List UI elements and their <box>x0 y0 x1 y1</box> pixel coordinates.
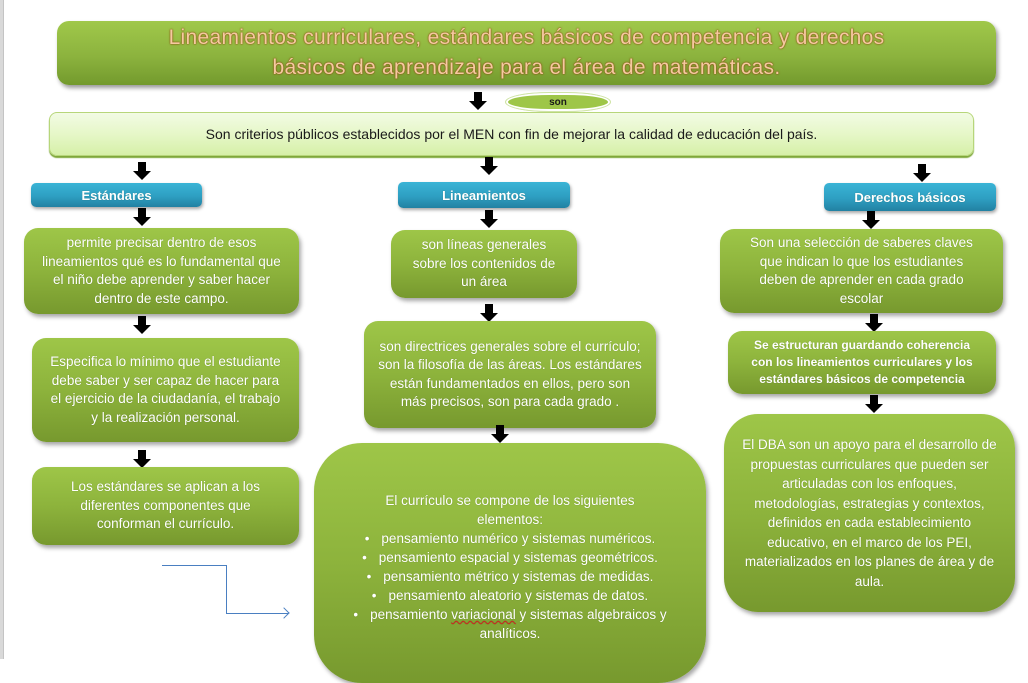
estandares-box-2: Especifica lo mínimo que el estudiante d… <box>32 338 299 442</box>
header-lineamientos: Lineamientos <box>398 182 570 208</box>
down-arrow-icon <box>862 211 880 229</box>
estandares-box-3: Los estándares se aplican a los diferent… <box>32 467 299 545</box>
curriculum-item-text: pensamiento numérico y sistemas numérico… <box>381 531 656 546</box>
down-arrow-icon <box>865 314 883 332</box>
header-derechos-basicos: Derechos básicos <box>824 183 996 211</box>
down-arrow-icon <box>133 316 151 334</box>
curriculum-item-text: pensamiento aleatorio y sistemas de dato… <box>388 588 649 603</box>
derechos-box-2-text: Se estructuran guardando coherencia con … <box>751 338 973 386</box>
header-lineamientos-label: Lineamientos <box>442 187 526 203</box>
curriculum-list: • pensamiento numérico y sistemas numéric… <box>326 529 694 643</box>
header-estandares: Estándares <box>31 183 202 207</box>
down-arrow-icon <box>469 92 487 110</box>
curriculum-box: El currículo se compone de los siguiente… <box>314 443 706 683</box>
curriculum-intro: El currículo se compone de los siguiente… <box>385 493 635 527</box>
bullet-icon: • <box>353 607 359 622</box>
bullet-icon: • <box>364 531 370 546</box>
header-estandares-label: Estándares <box>81 187 152 203</box>
estandares-box-1-text: permite precisar dentro de esos lineamie… <box>42 235 281 306</box>
estandares-box-3-text: Los estándares se aplican a los diferent… <box>70 479 261 532</box>
lineamientos-box-1: son líneas generales sobre los contenido… <box>391 230 577 298</box>
down-arrow-icon <box>133 450 151 468</box>
title-line-2: básicos de aprendizaje para el área de m… <box>272 56 781 79</box>
derechos-box-1: Son una selección de saberes claves que … <box>720 229 1003 313</box>
bullet-icon: • <box>362 550 367 565</box>
down-arrow-icon <box>480 210 498 228</box>
curriculum-item-text: pensamiento métrico y sistemas de medida… <box>383 569 654 584</box>
lineamientos-box-2: son directrices generales sobre el currí… <box>364 321 656 428</box>
connector-arrowhead-icon <box>278 607 290 619</box>
curriculum-item-text: y sistemas algebraicos y analíticos. <box>479 607 667 641</box>
curriculum-item: • pensamiento métrico y sistemas de medid… <box>326 567 694 586</box>
page-edge <box>0 0 4 659</box>
title-line-1: Lineamientos curriculares, estándares bá… <box>168 26 885 49</box>
estandares-box-2-text: Especifica lo mínimo que el estudiante d… <box>50 354 281 425</box>
spellcheck-flagged-word: variacional <box>451 607 516 622</box>
down-arrow-icon <box>480 304 498 322</box>
down-arrow-icon <box>865 395 883 413</box>
down-arrow-icon <box>480 157 498 175</box>
definition-text: Son criterios públicos establecidos por … <box>205 126 818 142</box>
lineamientos-box-2-text: son directrices generales sobre el currí… <box>378 338 642 410</box>
curriculum-item: • pensamiento numérico y sistemas numéric… <box>326 529 694 548</box>
down-arrow-icon <box>133 162 151 180</box>
bullet-icon: • <box>371 588 377 603</box>
curriculum-item: • pensamiento aleatorio y sistemas de dat… <box>326 586 694 605</box>
down-arrow-icon <box>491 425 509 443</box>
estandares-box-1: permite precisar dentro de esos lineamie… <box>24 228 299 314</box>
lineamientos-box-1-text: son líneas generales sobre los contenido… <box>412 237 556 290</box>
diagram-title: Lineamientos curriculares, estándares bá… <box>57 21 996 85</box>
derechos-box-3-text: El DBA son un apoyo para el desarrollo d… <box>742 437 997 589</box>
curriculum-item: • pensamiento espacial y sistemas geométr… <box>326 548 694 567</box>
curriculum-item-text: pensamiento <box>370 607 452 622</box>
down-arrow-icon <box>133 208 151 226</box>
derechos-box-3: El DBA son un apoyo para el desarrollo d… <box>724 414 1015 612</box>
curriculum-item: • pensamiento variacional y sistemas alge… <box>326 605 694 643</box>
son-connector-label: son <box>505 92 611 112</box>
elbow-connector-horizontal <box>226 613 288 614</box>
definition-box: Son criterios públicos establecidos por … <box>49 112 974 156</box>
bullet-icon: • <box>366 569 372 584</box>
elbow-connector <box>162 565 226 566</box>
header-derechos-label: Derechos básicos <box>854 189 966 205</box>
derechos-box-2: Se estructuran guardando coherencia con … <box>728 331 996 394</box>
down-arrow-icon <box>913 164 931 182</box>
curriculum-item-text: pensamiento espacial y sistemas geométri… <box>378 550 658 565</box>
derechos-box-1-text: Son una selección de saberes claves que … <box>750 235 973 306</box>
elbow-connector-vertical <box>226 565 227 614</box>
